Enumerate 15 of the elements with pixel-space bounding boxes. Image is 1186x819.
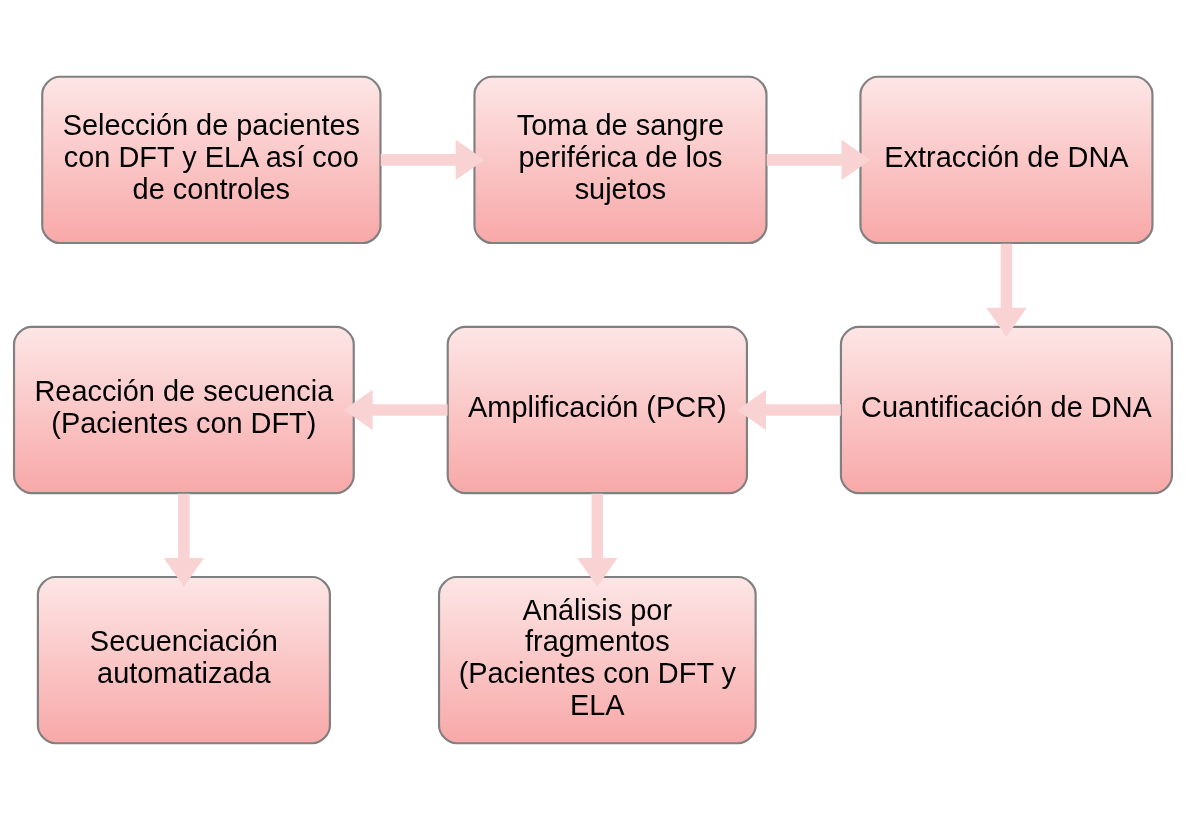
arrow [163,493,205,587]
arrow [986,243,1027,337]
arrow [380,139,485,180]
node-box: Toma de sangre periférica de los sujetos [473,75,768,244]
arrow [766,139,871,180]
arrow [577,493,618,587]
arrow [737,389,841,430]
node-box: Extracción de DNA [859,75,1154,244]
node-box: Amplificación (PCR) [446,325,749,494]
node-box: Análisis por fragmentos (Pacientes con DFT y ELA [437,575,757,744]
node-box: Reacción de secuencia (Pacientes con DFT) [12,325,355,494]
arrow [343,389,448,430]
node-box: Cuantificación de DNA [839,325,1174,494]
node-box: Selección de pacientes con DFT y ELA así coo de controles [41,75,382,244]
node-box: Secuenciación automatizada [36,575,331,744]
